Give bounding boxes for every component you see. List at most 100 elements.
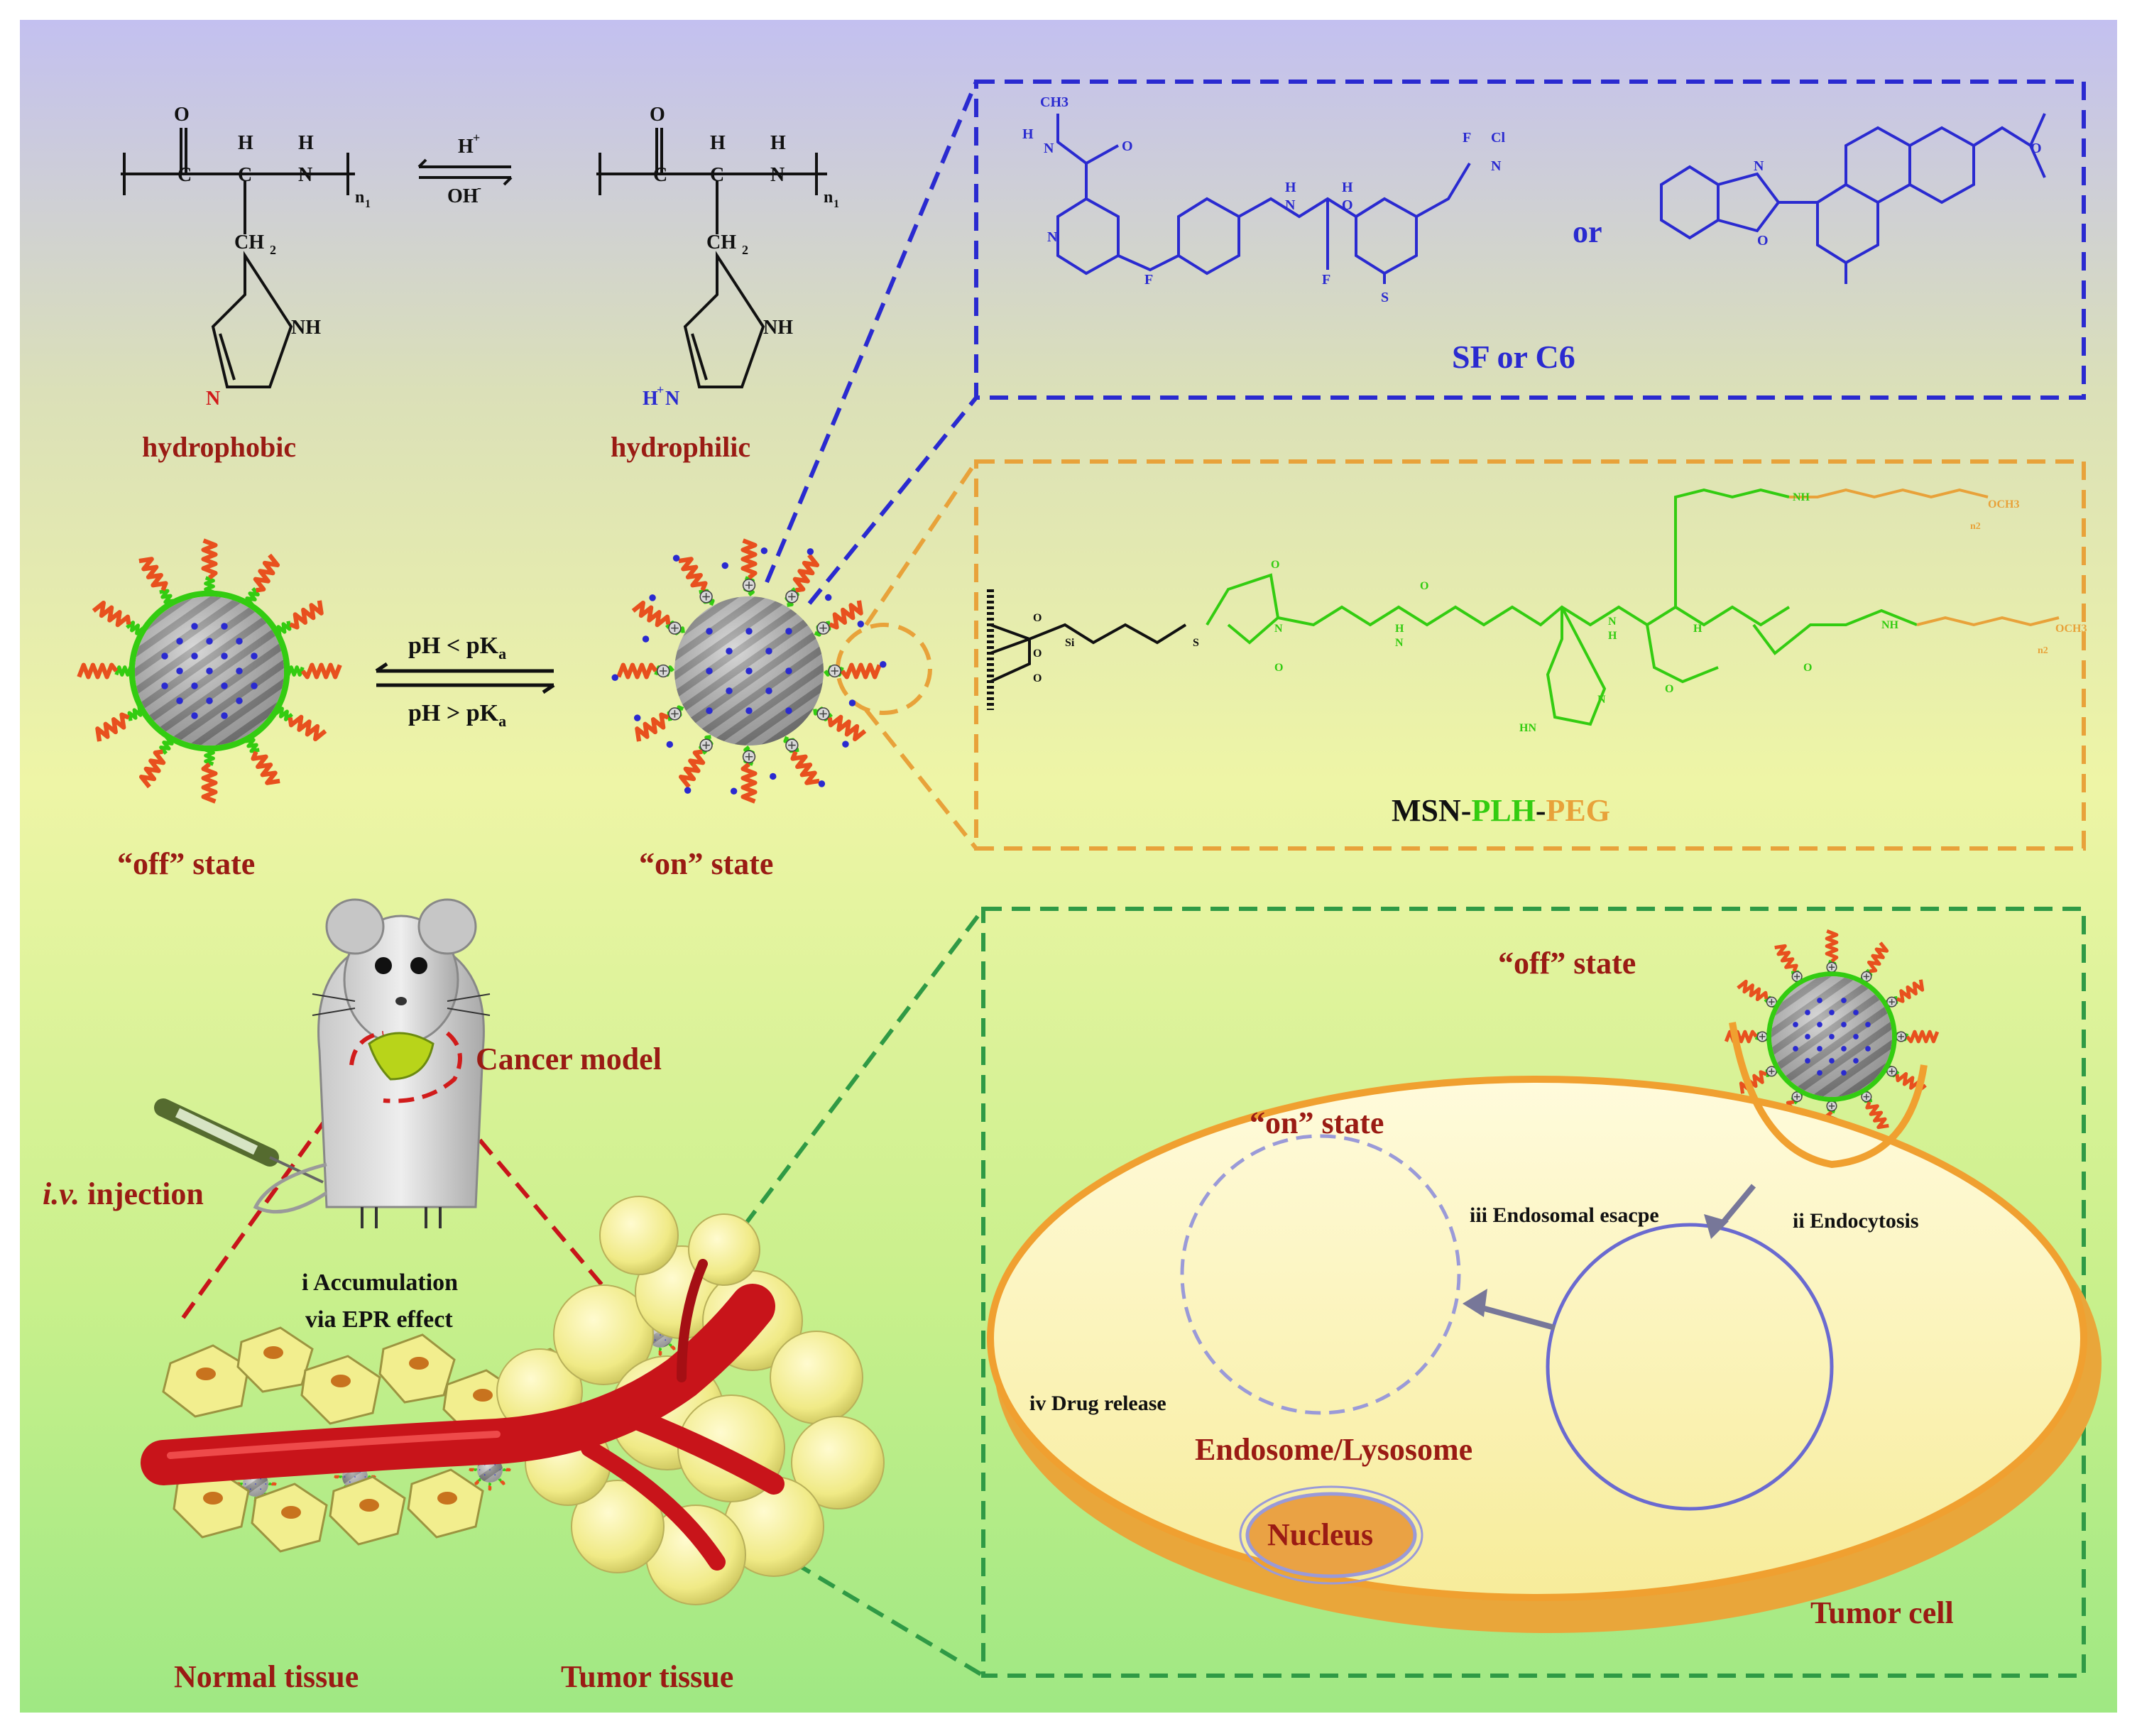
- drug-atom-n2: N: [1047, 229, 1058, 245]
- off-state-label: “off” state: [117, 846, 256, 881]
- dash-1: -: [1460, 793, 1472, 828]
- drug-atom-n5: N: [1754, 158, 1764, 174]
- drug-or-word: or: [1573, 214, 1602, 249]
- polymer-atom-3: Si: [1065, 637, 1075, 649]
- atom-h-right: H: [710, 132, 726, 154]
- atom-h-left: H: [238, 132, 253, 154]
- polymer-atom-0: O: [1033, 612, 1042, 624]
- polymer-atom-12: H: [1608, 630, 1617, 642]
- syringe-illustration: [154, 1098, 328, 1214]
- atom-n-left-ring: N: [206, 388, 220, 410]
- polymer-atom-13: HN: [1519, 722, 1536, 734]
- tumor-cell: [987, 1022, 2102, 1633]
- cell-surface-particle: [1724, 929, 1940, 1145]
- normal-cell-nuclei: [196, 1346, 553, 1519]
- tissue-illustration: [141, 1196, 885, 1605]
- polymer-atom-17: O: [1803, 662, 1812, 674]
- drug-release-label: iv Drug release: [1029, 1392, 1166, 1415]
- atom-sub2-right: 2: [742, 243, 748, 257]
- pka-subscript-2: a: [498, 712, 506, 730]
- on-state-particle: [611, 538, 887, 804]
- peg-label: PEG: [1546, 793, 1610, 828]
- atom-o-right: O: [650, 104, 665, 126]
- atom-plus-right: +: [657, 383, 664, 397]
- atom-n-left-top: N: [298, 164, 312, 186]
- ph-arrows: [375, 662, 555, 694]
- atom-sub2-left: 2: [270, 243, 276, 257]
- accumulation-label-1: i Accumulation: [302, 1270, 459, 1296]
- drug-atom-h3: H: [1342, 180, 1353, 195]
- polymer-atom-1: O: [1033, 648, 1042, 660]
- eq-acid-label: H: [458, 136, 474, 158]
- polymer-structure: [987, 488, 2060, 726]
- nucleus-label: Nucleus: [1267, 1517, 1374, 1552]
- tumor-cell-label: Tumor cell: [1810, 1595, 1954, 1630]
- drug-atom-n1: N: [1044, 141, 1054, 156]
- hydrophobic-label: hydrophobic: [142, 431, 297, 463]
- ph-lower-than-pka: pH < pKa: [408, 633, 506, 662]
- eq-acid-sup: +: [473, 131, 480, 145]
- drug-atom-f2: Cl: [1491, 130, 1505, 146]
- hydrophilic-label: hydrophilic: [611, 431, 751, 463]
- drug-atom-ch3: CH3: [1040, 94, 1068, 110]
- on-state-label: “on” state: [639, 846, 774, 881]
- mouse-illustration: [312, 898, 491, 1228]
- atom-n1-sub-left: 1: [365, 198, 371, 210]
- drug-atom-f1: F: [1463, 130, 1471, 146]
- drug-box-frame: [974, 80, 2086, 400]
- ph-higher-than-pka: pH > pKa: [408, 700, 506, 730]
- drug-atom-h1: H: [1022, 126, 1034, 142]
- endocytosis-label: ii Endocytosis: [1793, 1209, 1919, 1233]
- drug-atom-n4: O: [1342, 197, 1353, 213]
- plh-label: PLH: [1471, 793, 1536, 828]
- atom-c-left-2: C: [238, 164, 252, 186]
- polymer-atom-8: O: [1420, 580, 1428, 592]
- atom-nh-right: NH: [763, 317, 793, 339]
- polymer-atom-11: N: [1608, 616, 1617, 628]
- drug-atom-o2: F: [1322, 272, 1330, 288]
- injection-word: injection: [80, 1177, 204, 1211]
- polymer-atom-16: H: [1693, 623, 1703, 635]
- polymer-atom-4: S: [1193, 637, 1199, 649]
- atom-h-plus-right: H: [643, 388, 658, 410]
- atom-o-left: O: [174, 104, 190, 126]
- tumor-tissue-label: Tumor tissue: [561, 1659, 734, 1694]
- drug-atom-h2: H: [1285, 180, 1296, 195]
- off-state-particle: [77, 538, 342, 804]
- endocytic-vesicle-membrane: [1546, 1223, 1834, 1511]
- pka-subscript: a: [498, 645, 506, 662]
- eq-base-sup: -: [477, 180, 481, 195]
- iv-injection-label: i.v. injection: [43, 1179, 204, 1210]
- endosome-membrane: [1180, 1134, 1461, 1415]
- cancer-model-label: Cancer model: [476, 1042, 662, 1076]
- polymer-atom-10: N: [1395, 637, 1404, 649]
- accumulation-label-2: via EPR effect: [305, 1306, 453, 1333]
- msn-label: MSN: [1392, 793, 1461, 828]
- atom-h-left-top: H: [298, 132, 314, 154]
- polymer-box-title: MSN-PLH-PEG: [1392, 795, 1610, 826]
- eq-base-label: OH: [447, 185, 479, 207]
- histidine-structures: [121, 128, 827, 388]
- atom-n1-sub-right: 1: [834, 198, 839, 210]
- atom-c-right-1: C: [653, 164, 667, 186]
- polymer-atom-20: OCH3: [2055, 623, 2087, 635]
- drug-atom-f3: N: [1491, 158, 1502, 174]
- atom-c-right-2: C: [710, 164, 724, 186]
- polymer-atom-14: N: [1597, 694, 1606, 706]
- atom-n1-left: n: [355, 188, 364, 207]
- drug-atom-s: O: [1757, 233, 1769, 249]
- surface-zoom-ring: [836, 623, 932, 715]
- polymer-atom-15: O: [1665, 683, 1673, 695]
- membrane-invagination: [1729, 1022, 1928, 1169]
- polymer-atom-7: O: [1274, 662, 1283, 674]
- atom-nh-left: NH: [291, 317, 321, 339]
- drug-atom-o1: O: [1122, 138, 1133, 154]
- polymer-atom-19: n2: [1970, 521, 1981, 532]
- release-arrow: [1475, 1304, 1556, 1331]
- atom-c-left-1: C: [177, 164, 192, 186]
- drug-atom-cl: S: [1381, 290, 1389, 305]
- drug-atom-n3: N: [1285, 197, 1296, 213]
- dash-2: -: [1535, 793, 1546, 828]
- polymer-atom-2: O: [1033, 672, 1042, 684]
- drug-atom-n6: O: [2031, 141, 2042, 156]
